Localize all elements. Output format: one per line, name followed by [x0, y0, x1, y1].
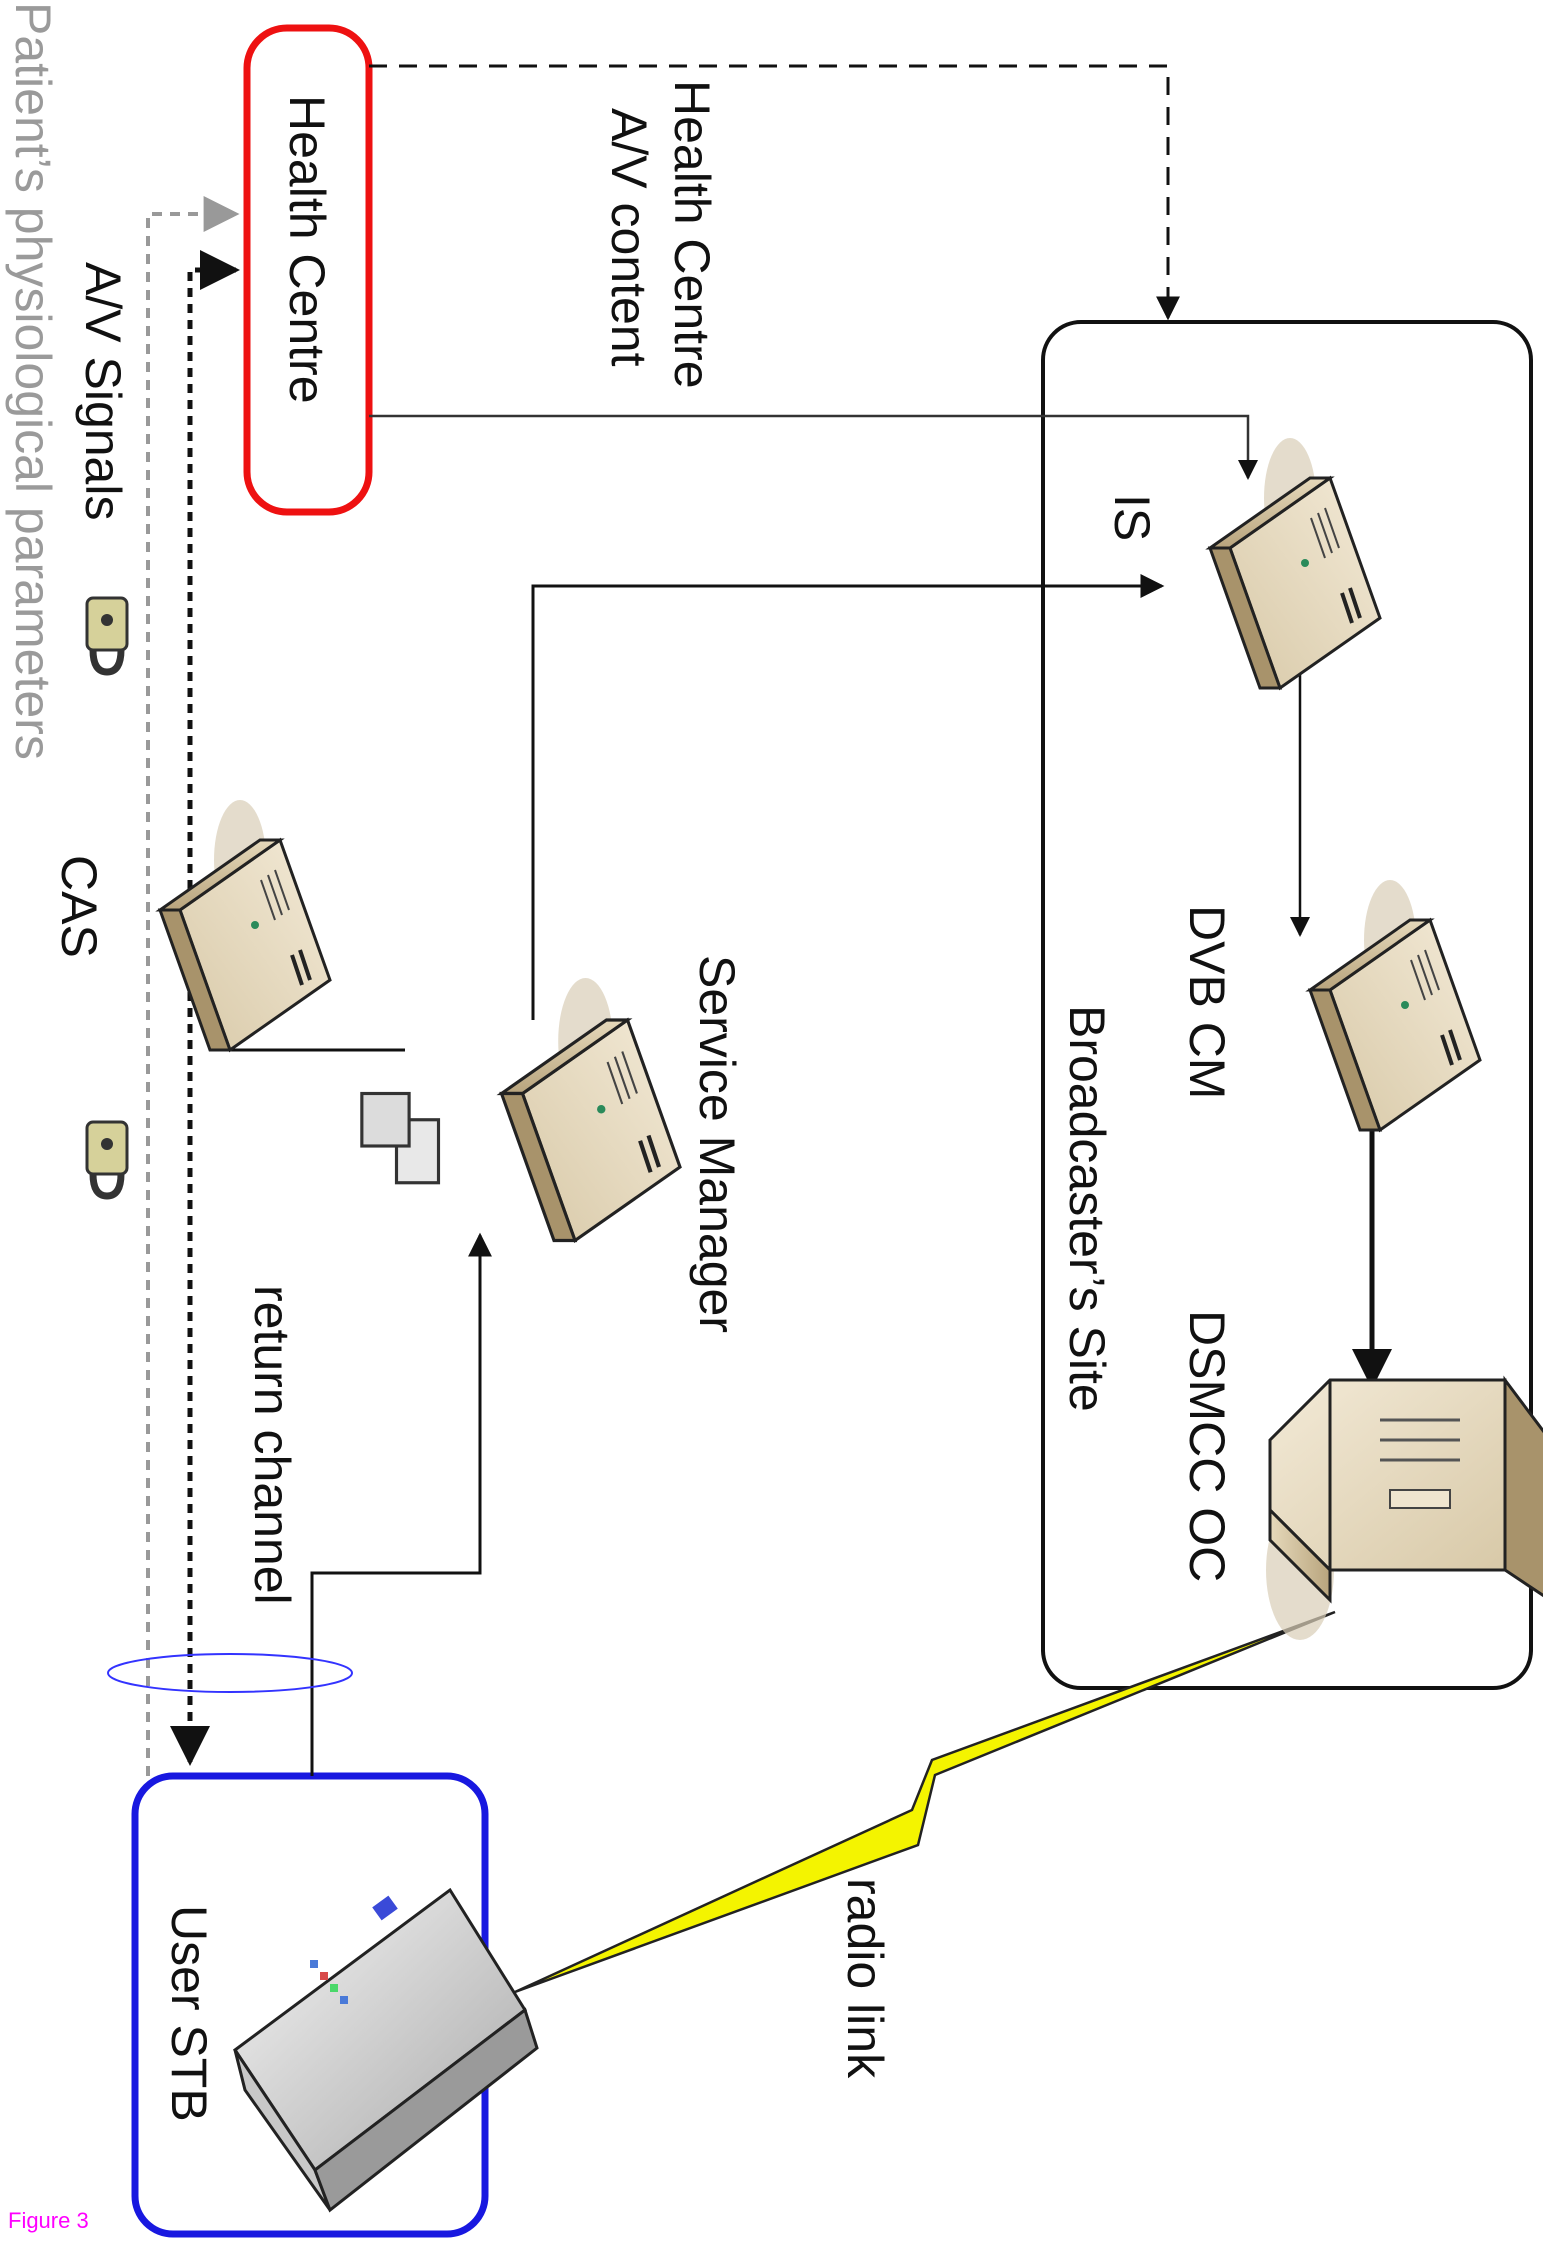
health-centre-av-label-line2: A/V content	[601, 108, 657, 367]
service-manager-server-icon[interactable]	[360, 978, 680, 1241]
dsmcc-oc-server-icon[interactable]	[1266, 1375, 1543, 1640]
radio-link-label: radio link	[837, 1878, 893, 2079]
broadcaster-site-box	[1041, 320, 1533, 1690]
health-centre-av-label-line1: Health Centre	[664, 80, 720, 389]
is-server-icon[interactable]	[1208, 436, 1382, 690]
service-manager-label: Service Manager	[689, 955, 745, 1333]
physiological-parameters-label: Patient’s physiological parameters	[5, 2, 61, 760]
return-channel-ellipse	[107, 1653, 353, 1693]
av-signals-link	[170, 267, 236, 1766]
return-channel-label: return channel	[244, 1285, 300, 1605]
dsmcc-oc-label: DSMCC OC	[1179, 1310, 1235, 1582]
health-centre-to-is-link	[369, 414, 1258, 480]
user-stb-device-icon[interactable]	[232, 1887, 539, 2213]
user-stb-label: User STB	[161, 1905, 217, 2122]
physiological-parameters-link	[146, 196, 240, 1776]
health-centre-box[interactable]	[243, 24, 373, 516]
figure-label: Figure 3	[8, 2208, 89, 2233]
return-channel-link	[310, 1232, 492, 1776]
av-signals-label: A/V Signals	[75, 262, 131, 520]
broadcaster-site-label: Broadcaster’s Site	[1059, 1005, 1115, 1412]
dvb-cm-label: DVB CM	[1179, 905, 1235, 1099]
cas-server-icon[interactable]	[158, 798, 332, 1052]
lock-icon-upper	[87, 598, 127, 672]
cas-label: CAS	[51, 855, 107, 958]
health-centre-label: Health Centre	[279, 95, 335, 404]
lock-icon-lower	[87, 1122, 127, 1196]
radio-link-lightning	[514, 1610, 1336, 1994]
is-label: IS	[1104, 494, 1160, 541]
dvb-cm-server-icon[interactable]	[1308, 878, 1482, 1132]
service-manager-to-is-link	[531, 574, 1165, 1020]
health-centre-av-content-link	[369, 64, 1180, 321]
